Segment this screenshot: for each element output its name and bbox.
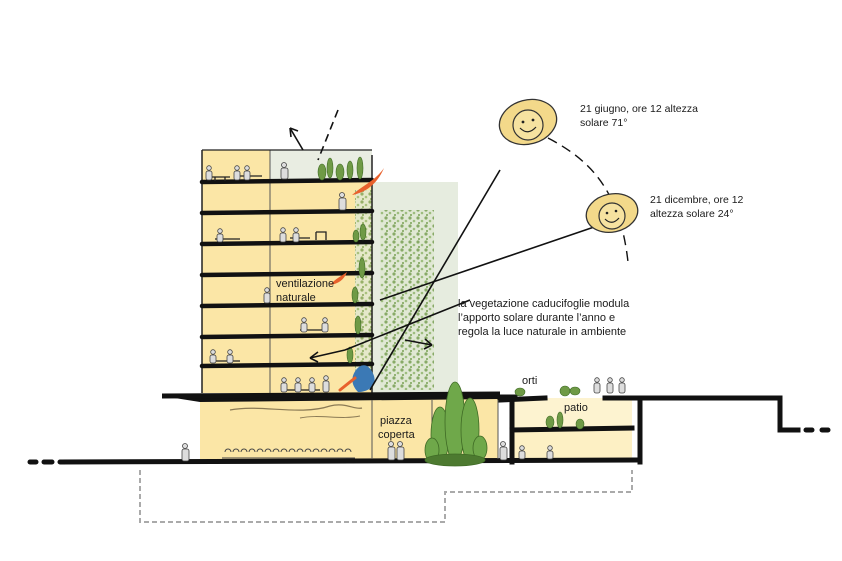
floor-slabs: [199, 177, 375, 369]
basement-outline: [139, 470, 633, 523]
label-piazza-2: coperta: [378, 429, 415, 441]
red-leaf-2: [330, 272, 347, 285]
sun-rays: [289, 109, 601, 391]
blue-bird: [352, 365, 375, 392]
label-ventilation-1: ventilazione: [276, 278, 335, 290]
label-ventilation-2: naturale: [276, 292, 316, 304]
people: [181, 162, 626, 462]
label-sun-winter-1: 21 dicembre, ore 12: [650, 194, 744, 206]
sun-path-arc: [547, 137, 629, 263]
label-sun-summer-1: 21 giugno, ore 12 altezza: [580, 103, 698, 115]
label-patio: patio: [564, 402, 588, 414]
label-sun-winter-2: altezza solare 24°: [650, 208, 734, 220]
lower-patio-volume: [512, 428, 632, 458]
label-sun-summer-2: solare 71°: [580, 117, 628, 129]
green-facade-vegetation: [380, 210, 434, 390]
sun-summer-icon: [498, 98, 558, 146]
piazza-seating: [222, 448, 355, 459]
label-vegetation-1: la vegetazione caducifoglie modula: [458, 298, 630, 310]
label-piazza-1: piazza: [380, 415, 412, 427]
label-vegetation-3: regola la luce naturale in ambiente: [458, 326, 627, 338]
sun-winter-icon: [585, 192, 639, 234]
label-orti: orti: [522, 375, 538, 387]
patio-structure: [497, 394, 801, 465]
patio-volume: [512, 398, 632, 428]
front-shrub: [424, 381, 488, 467]
label-vegetation-2: l’apporto solare durante l’anno e: [458, 312, 616, 324]
